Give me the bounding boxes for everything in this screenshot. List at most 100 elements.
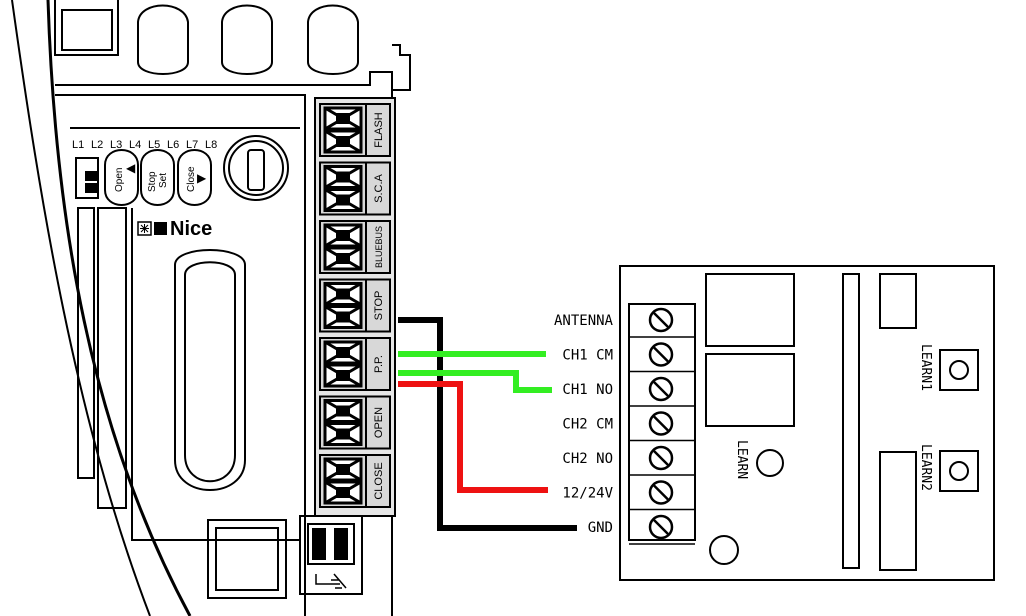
controller-terminal-strip: FLASH S.C.A BLUEBUS STOP P.P. OPEN CLOSE	[314, 97, 396, 517]
fuse-holder	[223, 135, 289, 201]
close-arrow-icon: ▶	[197, 171, 207, 185]
receiver-antenna-strip	[842, 273, 860, 569]
left-rail	[77, 207, 95, 479]
led-label: L8	[205, 139, 217, 151]
controller-terminal-block: STOP	[319, 278, 391, 333]
housing-top-window	[61, 9, 113, 51]
learn1-label: LEARN1	[918, 344, 933, 391]
learn1-button-frame[interactable]	[939, 349, 979, 391]
receiver-terminal-block	[628, 303, 696, 541]
receiver-terminal-label: ANTENNA	[554, 313, 614, 329]
wire-pp-ch1no	[398, 370, 552, 393]
wires	[398, 317, 577, 531]
controller-terminal-label: P.P.	[373, 355, 385, 373]
controller-terminal-block: CLOSE	[319, 454, 391, 508]
led-label: L7	[186, 139, 198, 151]
receiver-terminal-label: 12/24V	[562, 486, 613, 502]
housing-outer-curve	[11, 0, 151, 616]
learn2-label: LEARN2	[918, 444, 933, 491]
bottom-connector-slots	[307, 523, 355, 565]
top-cap-2	[221, 4, 273, 75]
open-arrow-icon: ◀	[126, 161, 136, 175]
ground-symbol-icon	[315, 573, 347, 589]
receiver-screw	[629, 480, 695, 511]
dip-switch-bit-2	[85, 183, 97, 193]
controller-terminal-label: CLOSE	[373, 462, 385, 499]
led-label: L4	[129, 139, 141, 151]
controller-terminal-label: STOP	[373, 291, 385, 321]
controller-terminal-block: OPEN	[319, 395, 391, 450]
controller-terminal-block: FLASH	[319, 103, 391, 157]
controller-terminal-label: S.C.A	[373, 173, 385, 202]
housing-top-slot	[54, 0, 119, 56]
radio-plug-slot	[174, 249, 246, 491]
learn-label: LEARN	[734, 440, 749, 479]
controller-terminal-label: OPEN	[373, 407, 385, 438]
receiver-chip	[879, 273, 917, 329]
receiver-terminal-label: CH2 NO	[562, 451, 613, 467]
bottom-connector-pins	[312, 528, 348, 560]
brand-name: Nice	[170, 218, 212, 240]
bottom-connector	[299, 515, 363, 595]
receiver-terminal-labels: ANTENNA CH1 CM CH1 NO CH2 CM CH2 NO 12/24V GND	[554, 313, 614, 536]
controller-terminal-label: FLASH	[373, 112, 385, 148]
close-button-label: Close	[186, 166, 197, 192]
receiver-screw-terminals	[629, 307, 695, 545]
open-button[interactable]	[104, 149, 139, 206]
board-inner-edge	[55, 94, 306, 616]
receiver-board	[619, 265, 995, 581]
panel-lower-edge	[131, 208, 300, 541]
receiver-outline	[619, 265, 995, 581]
led-label: L3	[110, 139, 122, 151]
receiver-terminal-label: CH2 CM	[562, 417, 613, 433]
receiver-screw	[629, 376, 695, 407]
receiver-terminal-label: CH1 CM	[562, 348, 613, 364]
dip-switch-bit-1	[85, 171, 97, 181]
radio-plug	[184, 261, 236, 483]
controller-terminal-block: P.P.	[319, 337, 391, 391]
top-cap-3	[307, 4, 359, 75]
learn-led	[756, 449, 784, 477]
stop-button-label-line1: Stop	[147, 171, 158, 192]
housing-inner-curve	[46, 0, 192, 616]
board-side-tab	[392, 44, 411, 91]
receiver-relay-2	[705, 353, 795, 427]
controller-terminal-block: BLUEBUS	[319, 220, 391, 274]
receiver-terminal-label: CH1 NO	[562, 382, 613, 398]
fuse	[247, 149, 265, 191]
close-button[interactable]	[177, 149, 212, 206]
led-label: L5	[148, 139, 160, 151]
learn1-button[interactable]	[949, 360, 969, 380]
nice-logo-icon	[137, 221, 167, 236]
receiver-mount-hole	[709, 535, 739, 565]
receiver-terminal-label: GND	[588, 520, 613, 536]
bottom-button-frame	[207, 519, 287, 599]
led-label: L2	[91, 139, 103, 151]
stop-button-label-line2: Set	[158, 173, 169, 188]
control-buttons	[104, 149, 212, 206]
led-label: L6	[167, 139, 179, 151]
dip-switch	[75, 157, 99, 199]
receiver-screw	[629, 445, 695, 476]
wire-pp-1224v	[398, 381, 548, 493]
bottom-button	[215, 527, 279, 591]
controller-board	[11, 0, 411, 616]
left-rail-2	[97, 207, 127, 509]
fuse-holder-inner	[228, 140, 284, 196]
top-cap-1	[137, 4, 189, 75]
controller-terminal-block: S.C.A	[319, 161, 391, 216]
learn2-button-frame[interactable]	[939, 450, 979, 492]
learn2-button[interactable]	[949, 461, 969, 481]
stop-set-button[interactable]	[140, 149, 175, 206]
wire-stop-gnd	[398, 317, 577, 531]
receiver-screw	[629, 307, 695, 338]
open-button-label: Open	[114, 168, 125, 192]
receiver-module	[879, 451, 917, 571]
receiver-screw	[629, 342, 695, 373]
controller-terminal-label: BLUEBUS	[374, 226, 384, 268]
receiver-screw	[629, 411, 695, 442]
receiver-screw	[629, 514, 695, 545]
receiver-relay-1	[705, 273, 795, 347]
